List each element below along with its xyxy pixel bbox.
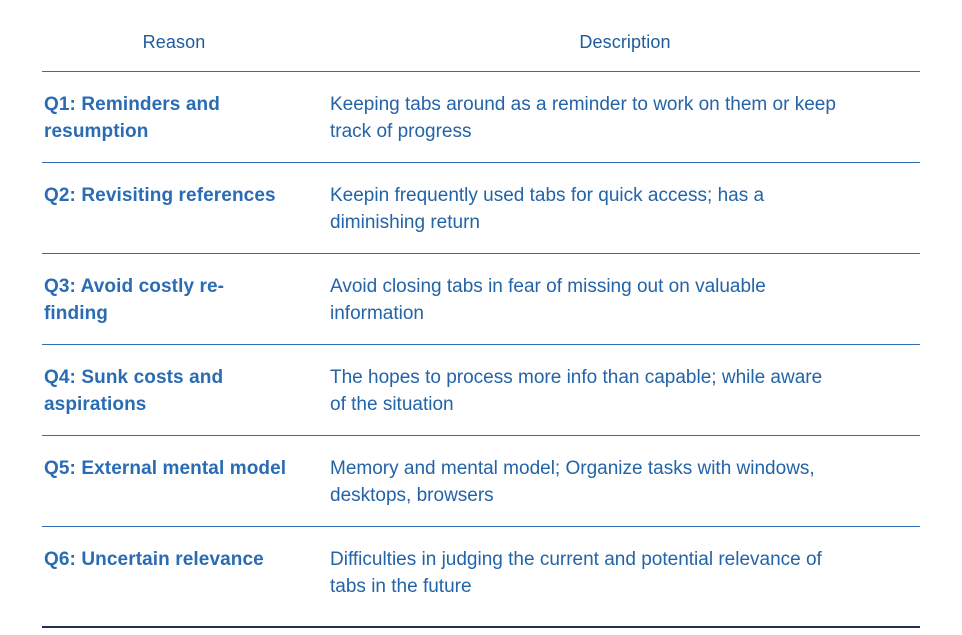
reason-cell: Q6: Uncertain relevance xyxy=(44,549,264,570)
description-cell: The hopes to process more info than capa… xyxy=(330,367,823,415)
table-header-row: Reason Description xyxy=(42,0,920,72)
table-row-q5: Q5: External mental model Memory and men… xyxy=(42,436,920,527)
table-row-q4: Q4: Sunk costs and aspirations The hopes… xyxy=(42,345,920,436)
description-cell: Avoid closing tabs in fear of missing ou… xyxy=(330,276,766,324)
reasons-table: Reason Description Q1: Reminders and res… xyxy=(42,0,920,628)
column-header-description: Description xyxy=(579,32,671,52)
table-row-q6: Q6: Uncertain relevance Difficulties in … xyxy=(42,527,920,628)
description-cell: Memory and mental model; Organize tasks … xyxy=(330,458,815,506)
description-cell: Keepin frequently used tabs for quick ac… xyxy=(330,185,765,233)
table-row-q1: Q1: Reminders and resumption Keeping tab… xyxy=(42,72,920,163)
description-cell: Keeping tabs around as a reminder to wor… xyxy=(330,94,836,142)
reason-cell: Q3: Avoid costly re- finding xyxy=(44,276,225,324)
reason-cell: Q2: Revisiting references xyxy=(44,185,276,206)
reason-cell: Q1: Reminders and resumption xyxy=(44,94,220,142)
reason-cell: Q4: Sunk costs and aspirations xyxy=(44,367,224,415)
reason-cell: Q5: External mental model xyxy=(44,458,287,479)
column-header-reason: Reason xyxy=(142,32,206,52)
table-row-q2: Q2: Revisiting references Keepin frequen… xyxy=(42,163,920,254)
table-row-q3: Q3: Avoid costly re- finding Avoid closi… xyxy=(42,254,920,345)
description-cell: Difficulties in judging the current and … xyxy=(330,549,822,597)
